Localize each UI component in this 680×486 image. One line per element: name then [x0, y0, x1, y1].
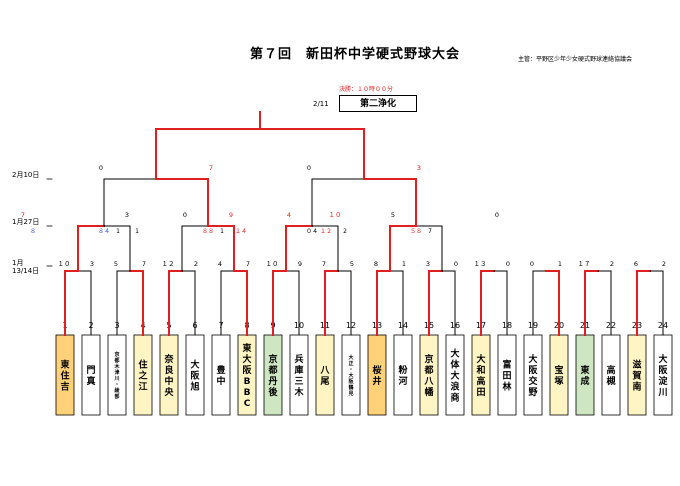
sf-score: 3 — [417, 164, 421, 172]
team-name: 京都丹後 — [267, 353, 278, 398]
r2-score: 7 — [21, 211, 25, 219]
r1-score: 5 — [350, 260, 354, 268]
r1-score: 7 — [246, 260, 250, 268]
champion-box: 第二浄化 — [339, 95, 417, 112]
r1-score: 1 — [558, 260, 562, 268]
r1-score: 9 — [298, 260, 302, 268]
r2-inner-score: ８ — [30, 228, 36, 235]
r2-score: 0 — [183, 211, 187, 219]
r1-score: １７ — [578, 260, 591, 268]
final-time-note: 決勝：１０時００分 — [338, 86, 393, 93]
r1-score: 3 — [90, 260, 94, 268]
team-name: 富田林 — [502, 358, 512, 392]
sf-score: 7 — [209, 164, 213, 172]
team-name: 桜井 — [372, 364, 381, 387]
team-name: 大体大浪商 — [450, 347, 460, 403]
team-name: 粉河 — [398, 364, 407, 387]
team-name: 大阪旭 — [189, 358, 200, 392]
team-name: 大和高田 — [475, 353, 485, 398]
r1-score: 5 — [114, 260, 118, 268]
r1-score: 6 — [634, 260, 638, 268]
r1-score: １３ — [474, 260, 487, 268]
r2-inner-score: 1 — [220, 228, 224, 235]
r2-score: 3 — [125, 211, 129, 219]
r2-inner-score: ０４ — [306, 228, 318, 235]
r1-score: １２ — [162, 260, 175, 268]
r1-score: 0 — [454, 260, 458, 268]
team-name: 住之江 — [138, 358, 147, 392]
team-name: 大正・大阪鶴見 — [347, 354, 354, 397]
team-name: 東住吉 — [60, 358, 69, 392]
round1-date-line1: 1月 — [12, 259, 24, 267]
team-name: 兵庫三木 — [293, 353, 304, 398]
r1-score: 4 — [218, 260, 222, 268]
r1-score: 8 — [374, 260, 378, 268]
r1-score: 7 — [142, 260, 146, 268]
r1-score: 0 — [530, 260, 534, 268]
r2-score: 9 — [229, 211, 233, 219]
r2-inner-score: ８８ — [202, 228, 214, 235]
r2-score: １０ — [329, 211, 342, 219]
team-name: 豊中 — [216, 364, 225, 387]
round1-date-label: 1月 13/14日 — [12, 259, 39, 275]
r2-score: 5 — [391, 211, 395, 219]
team-name: 東成 — [580, 364, 589, 387]
sf-score: 0 — [99, 164, 103, 172]
team-name: 高槻 — [606, 364, 615, 387]
r2-score: 0 — [495, 211, 499, 219]
page-title: 第７回 新田杯中学硬式野球大会 — [250, 47, 461, 62]
r1-score: １０ — [58, 260, 71, 268]
team-name: 大阪淀川 — [657, 353, 668, 398]
round1-date-line2: 13/14日 — [12, 267, 40, 275]
r1-score: 2 — [610, 260, 614, 268]
r2-inner-score: 2 — [343, 228, 347, 235]
team-name: 京都八幡 — [423, 353, 434, 398]
team-name: 門真 — [86, 365, 95, 387]
r1-score: 2 — [662, 260, 666, 268]
r1-score: 1 — [402, 260, 406, 268]
team-name: 京都木津川・綾部 — [113, 351, 120, 400]
r2-inner-score: 1 — [135, 228, 139, 235]
r2-inner-score: 1 — [116, 228, 120, 235]
r2-score: 4 — [287, 211, 291, 219]
team-name: 奈良中央 — [163, 353, 174, 398]
r1-score: 0 — [506, 260, 510, 268]
sf-score: 0 — [307, 164, 311, 172]
team-name: 滋賀南 — [631, 358, 641, 392]
r2-inner-score: ８４ — [98, 228, 110, 235]
team-name: 八尾 — [319, 365, 330, 387]
r1-score: 3 — [426, 260, 430, 268]
r1-score: 2 — [194, 260, 198, 268]
r1-score: 7 — [322, 260, 326, 268]
organizer-label: 主管：平野区少年少女硬式野球連絡協議会 — [518, 56, 633, 63]
final-date: 2/11 — [313, 100, 329, 108]
team-name: 大阪交野 — [528, 353, 538, 398]
r1-score: １０ — [266, 260, 279, 268]
r2-inner-score: 7 — [428, 228, 432, 235]
team-name: 宝塚 — [554, 364, 563, 387]
r2-inner-score: １４ — [235, 228, 247, 235]
r2-inner-score: １２ — [320, 228, 332, 235]
round2-date-label: 1月27日 — [12, 218, 40, 226]
r2-inner-score: ５８ — [410, 228, 422, 235]
semifinal-date-label: 2月10日 — [12, 171, 40, 179]
